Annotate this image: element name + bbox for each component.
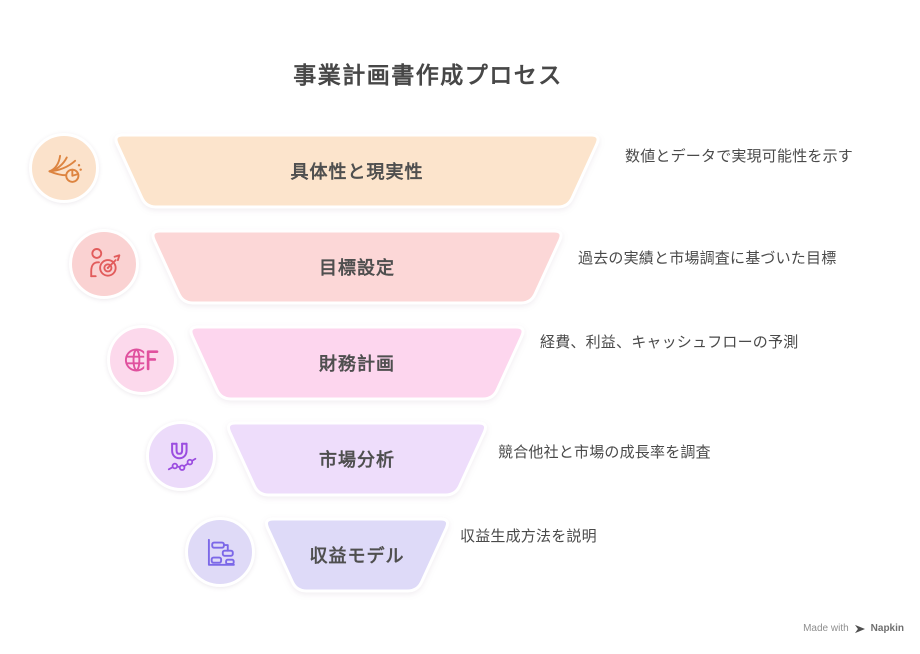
page-title: 事業計画書作成プロセス bbox=[293, 62, 563, 88]
funnel-stage-note-5: 収益生成方法を説明 bbox=[460, 528, 597, 545]
stage-4-icon-badge bbox=[146, 421, 216, 491]
funnel-stage-note-2: 過去の実績と市場調査に基づいた目標 bbox=[578, 250, 837, 267]
stage-3-icon-badge bbox=[107, 325, 177, 395]
funnel-stage-shape-3 bbox=[189, 325, 525, 401]
flow-pie-icon bbox=[48, 154, 82, 183]
stage-1-icon-badge bbox=[29, 133, 99, 203]
globe-finance-icon bbox=[124, 347, 161, 373]
funnel-stage-note-4: 競合他社と市場の成長率を調査 bbox=[498, 444, 711, 461]
stage-5-icon-badge bbox=[185, 517, 255, 587]
funnel-stage-label-4: 市場分析 bbox=[319, 450, 395, 470]
made-with-napkin: Made with Napkin bbox=[803, 623, 904, 634]
funnel-stage-shape-2 bbox=[151, 229, 563, 305]
funnel-stage-shape-4 bbox=[226, 421, 488, 497]
made-with-text: Made with bbox=[803, 623, 849, 634]
funnel-stage-label-3: 財務計画 bbox=[319, 354, 395, 374]
funnel-stage-shape-5 bbox=[264, 517, 450, 593]
funnel-stage-note-3: 経費、利益、キャッシュフローの予測 bbox=[540, 334, 799, 351]
funnel-stage-label-1: 具体性と現実性 bbox=[290, 162, 424, 182]
funnel-stage-shape-1 bbox=[114, 133, 600, 209]
funnel-stage-label-5: 収益モデル bbox=[309, 546, 405, 566]
funnel-stage-note-1: 数値とデータで実現可能性を示す bbox=[625, 148, 854, 165]
gantt-chart-icon bbox=[207, 538, 235, 566]
napkin-brand-text: Napkin bbox=[870, 623, 904, 634]
magnet-trend-icon bbox=[167, 442, 197, 471]
funnel-stage-label-2: 目標設定 bbox=[319, 258, 395, 278]
stage-2-icon-badge bbox=[69, 229, 139, 299]
person-target-icon bbox=[90, 248, 121, 278]
napkin-logo-icon bbox=[854, 624, 865, 633]
